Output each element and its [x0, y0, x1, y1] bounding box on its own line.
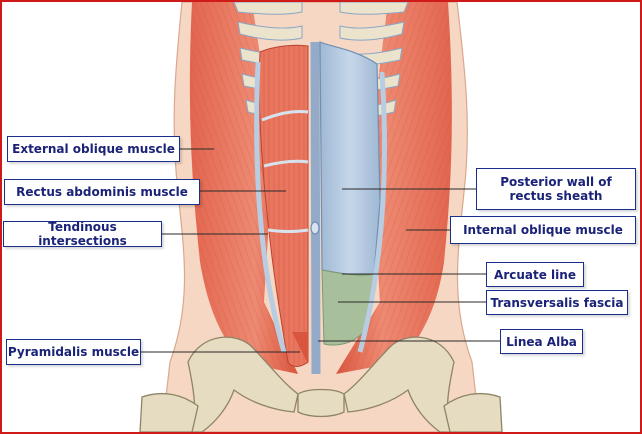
label-tendinous-intersections: Tendinous intersections [3, 221, 162, 247]
label-rectus-abdominis-muscle: Rectus abdominis muscle [4, 179, 200, 205]
label-transversalis-fascia: Transversalis fascia [486, 290, 628, 315]
label-pyramidalis-muscle: Pyramidalis muscle [6, 339, 141, 365]
label-external-oblique-muscle: External oblique muscle [7, 136, 180, 162]
label-linea-alba: Linea Alba [500, 329, 583, 354]
label-arcuate-line: Arcuate line [486, 262, 584, 287]
label-posterior-wall-rectus-sheath: Posterior wall of rectus sheath [476, 168, 636, 210]
label-internal-oblique-muscle: Internal oblique muscle [450, 216, 636, 244]
